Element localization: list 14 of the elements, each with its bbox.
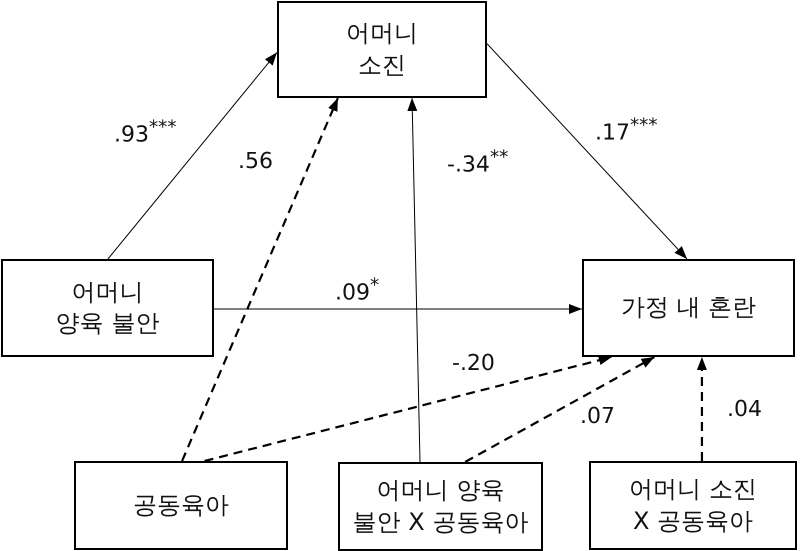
variable-box: 어머니 양육 불안 [1,259,214,357]
arrow [696,357,707,461]
arrow [486,43,688,260]
variable-box: 어머니 소진 [277,1,487,98]
variable-box: 어머니 양육 불안 X 공동육아 [338,462,543,551]
arrow [464,356,655,463]
variable-box: 공동육아 [74,461,288,550]
arrow [204,355,612,462]
arrow [107,52,278,260]
arrow [181,98,339,462]
arrow [214,304,582,314]
arrow [407,98,420,462]
variable-box: 가정 내 혼란 [582,259,795,357]
variable-box: 어머니 소진 X 공동육아 [589,461,797,550]
